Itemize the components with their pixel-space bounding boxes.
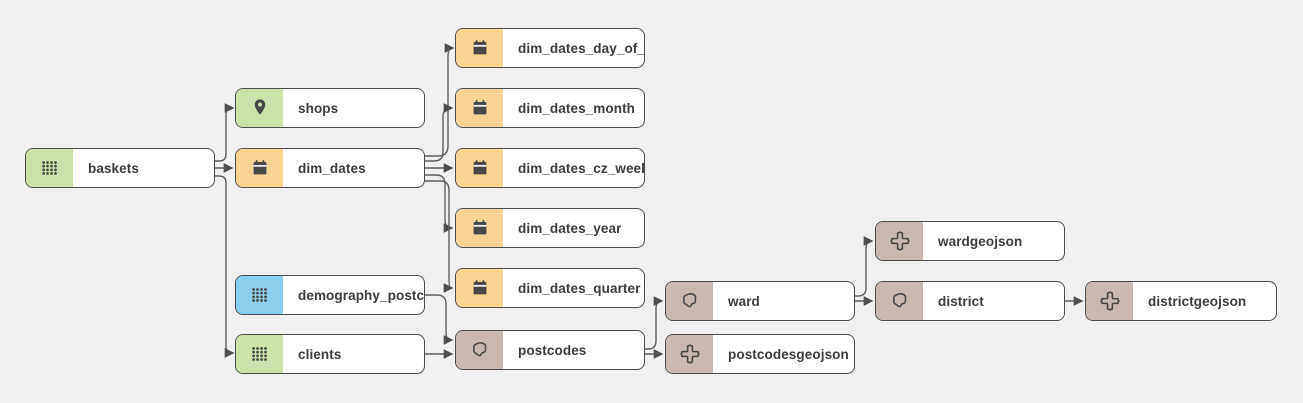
node-label: demography_postcod [298, 287, 424, 303]
node-label: dim_dates_month [518, 100, 636, 116]
calendar-icon [456, 149, 503, 187]
node-label: ward [728, 293, 760, 309]
node-label: clients [298, 346, 342, 362]
node-label: dim_dates_day_of_we [518, 40, 644, 56]
calendar-icon [456, 89, 503, 127]
node-dim-dates-quarter[interactable]: dim_dates_quarter [455, 268, 645, 308]
node-postcodesgeojson[interactable]: postcodesgeojson [665, 334, 855, 374]
node-clients[interactable]: clients [235, 334, 425, 374]
edge-dim_dates-year [424, 174, 454, 233]
calendar-icon [456, 269, 503, 307]
node-label: postcodes [518, 342, 587, 358]
node-label: wardgeojson [938, 233, 1023, 249]
node-label: dim_dates [298, 160, 366, 176]
node-postcodes[interactable]: postcodes [455, 330, 645, 370]
node-dim-dates-month[interactable]: dim_dates_month [455, 88, 645, 128]
node-baskets[interactable]: baskets [25, 148, 215, 188]
node-dim-dates-cz-week[interactable]: dim_dates_cz_week [455, 148, 645, 188]
node-label: dim_dates_quarter [518, 280, 641, 296]
node-label: district [938, 293, 984, 309]
edge-baskets-clients [214, 175, 235, 358]
node-label: districtgeojson [1148, 293, 1247, 309]
node-district[interactable]: district [875, 281, 1065, 321]
node-label: baskets [88, 160, 139, 176]
edge-dim_dates-month [424, 103, 454, 162]
node-label: dim_dates_cz_week [518, 160, 644, 176]
region-icon [876, 282, 923, 320]
geojson-icon [666, 335, 713, 373]
edge-dim_dates-day_of_we [424, 43, 455, 157]
edge-baskets-shops [214, 103, 235, 162]
node-shops[interactable]: shops [235, 88, 425, 128]
region-icon [666, 282, 713, 320]
edge-postcodes-ward [644, 296, 664, 350]
table-icon [236, 276, 283, 314]
geojson-icon [876, 222, 923, 260]
edge-dim_dates-quarter [424, 180, 454, 293]
node-dim-dates[interactable]: dim_dates [235, 148, 425, 188]
node-dim-dates-year[interactable]: dim_dates_year [455, 208, 645, 248]
table-icon [26, 149, 73, 187]
edge-ward-wardgeojson [854, 236, 874, 297]
node-districtgeojson[interactable]: districtgeojson [1085, 281, 1277, 321]
node-wardgeojson[interactable]: wardgeojson [875, 221, 1065, 261]
calendar-icon [236, 149, 283, 187]
location-pin-icon [236, 89, 283, 127]
node-dim-dates-day-of-week[interactable]: dim_dates_day_of_we [455, 28, 645, 68]
node-ward[interactable]: ward [665, 281, 855, 321]
node-demography-postcodes[interactable]: demography_postcod [235, 275, 425, 315]
node-label: shops [298, 100, 339, 116]
calendar-icon [456, 29, 503, 67]
region-icon [456, 331, 503, 369]
edge-demography-postcodes [424, 294, 454, 345]
node-label: postcodesgeojson [728, 346, 849, 362]
table-icon [236, 335, 283, 373]
geojson-icon [1086, 282, 1133, 320]
calendar-icon [456, 209, 503, 247]
node-label: dim_dates_year [518, 220, 622, 236]
